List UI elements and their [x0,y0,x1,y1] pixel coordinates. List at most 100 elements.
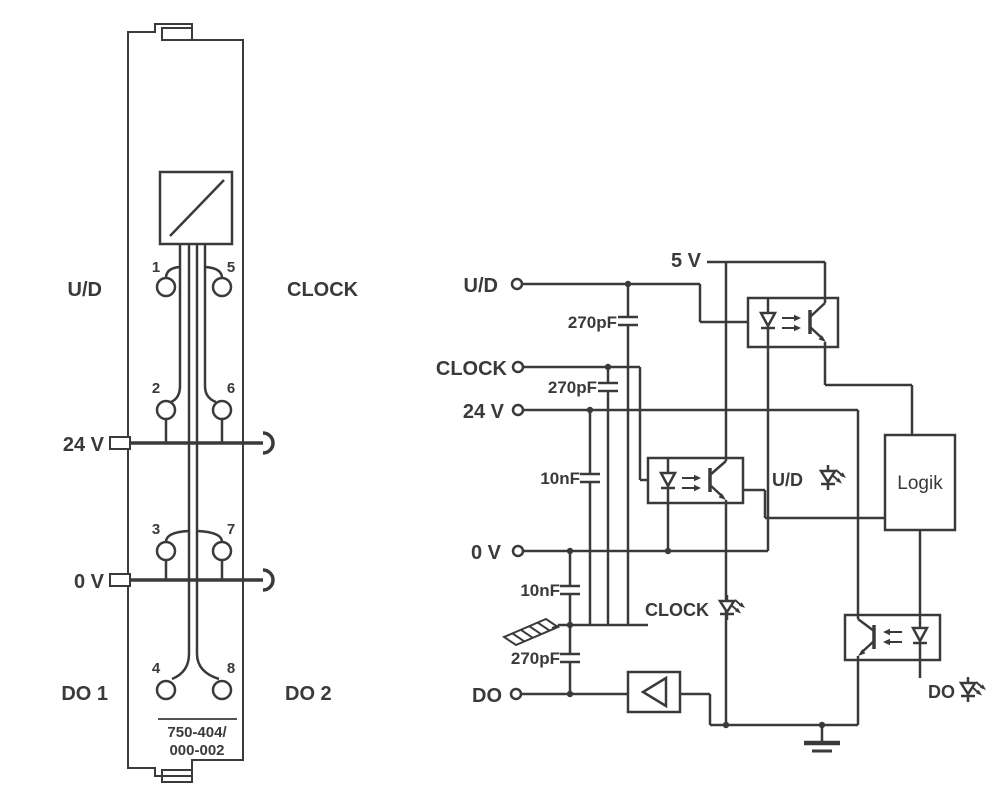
junction-dots [566,280,826,729]
logic-label: Logik [897,473,943,494]
terminal-7: 7 [211,521,235,562]
contact-hook [164,529,190,543]
capacitor-label: 270pF [548,378,597,397]
jumper-arc-icon [262,431,275,455]
capacitor-c5: 270pF [511,625,580,694]
capacitor-icon [598,381,618,393]
terminal-circle [211,679,233,701]
terminal-3: 3 [152,521,177,562]
rail-5v: 5 V [671,250,825,272]
part-number-line2: 000-002 [169,742,224,759]
jumper-arc-icon [262,568,275,592]
led-icon [819,463,848,492]
capacitor-label: 270pF [511,649,560,668]
optocoupler-box [746,296,840,349]
driver-box [626,670,682,714]
input-terminal-circle [511,403,525,417]
terminal-circle [211,540,233,562]
terminal-number: 1 [152,259,160,276]
terminal-number: 2 [152,380,160,397]
logic-box [883,433,957,532]
capacitor-label: 10nF [540,469,580,488]
schematic-input-24v: 24 V [463,401,525,423]
light-arrows-icon [883,628,902,646]
led-icon [959,675,988,704]
schematic-diagram: U/D CLOCK 24 V 0 V DO 5 V [436,250,988,753]
terminal-number: 4 [152,660,161,677]
light-arrows-icon [782,314,801,332]
indicator-do: DO [928,675,988,704]
module-label-24v: 24 V [63,434,105,456]
contact-blade [171,244,191,681]
capacitor-icon [560,584,580,596]
contact-blade [203,244,217,404]
contact-hook [164,265,181,279]
display-window [158,170,234,246]
junction-dot [566,690,574,698]
junction-dot [604,363,612,371]
module-top-latch [161,27,193,41]
power-bus-24v [109,419,275,455]
contact-hook [204,265,224,279]
junction-dot [664,547,672,555]
contact-hook [196,529,224,543]
optocoupler-do [843,613,942,662]
plug-contact-icon [109,573,131,587]
led-icon [758,298,778,347]
input-label: CLOCK [436,358,508,380]
terminal-number: 8 [227,660,235,677]
input-terminal-circle [510,277,524,291]
phototransistor-icon [856,615,876,660]
module-label-0v: 0 V [74,571,105,593]
module-bottom-latch [161,769,193,783]
contact-blade [195,244,220,681]
phototransistor-icon [708,458,728,503]
schematic-input-0v: 0 V [471,542,525,564]
terminal-circle [155,399,177,421]
schematic-input-clock: CLOCK [436,358,525,380]
module-outline [127,23,244,777]
schematic-input-do: DO [472,685,523,707]
optocoupler-ud [746,296,840,349]
capacitor-icon [580,472,600,484]
capacitor-c4: 10nF [520,551,580,625]
led-icon [658,458,678,503]
terminal-circle [211,399,233,421]
terminal-5: 5 [211,259,235,298]
input-label: DO [472,685,502,707]
optocoupler-box [646,456,745,505]
terminal-number: 7 [227,521,235,538]
terminal-1: 1 [152,259,177,298]
input-terminal-circle [509,687,523,701]
capacitor-c3: 10nF [540,410,600,625]
terminal-number: 6 [227,380,235,397]
terminal-circle [211,276,233,298]
module-label-clock: CLOCK [287,279,359,301]
junction-dot [566,547,574,555]
led-icon [718,593,747,622]
input-label: 24 V [463,401,505,423]
junction-dot [818,721,826,729]
indicator-label: U/D [772,470,803,490]
input-label: U/D [464,275,498,297]
light-arrows-icon [682,474,701,492]
part-number: 750-404/ 000-002 [158,718,237,759]
terminal-number: 3 [152,521,160,538]
capacitor-c2: 270pF [548,367,618,625]
module-label-ud: U/D [68,279,102,301]
indicator-label: CLOCK [645,600,709,620]
terminal-2: 2 [152,380,177,421]
optocoupler-clock [646,456,745,505]
input-label: 0 V [471,542,502,564]
schematic-input-ud: U/D [464,275,524,297]
phototransistor-icon [808,298,827,347]
terminal-circle [155,276,177,298]
capacitor-c1: 270pF [568,284,638,625]
input-terminal-circle [511,544,525,558]
indicator-ud: U/D [772,463,848,492]
logic-block: Logik [883,433,957,532]
power-bus-0v [109,560,275,592]
output-driver [626,670,682,714]
module-diagram: 1 5 2 6 3 7 4 8 [61,23,359,783]
junction-dot [624,280,632,288]
